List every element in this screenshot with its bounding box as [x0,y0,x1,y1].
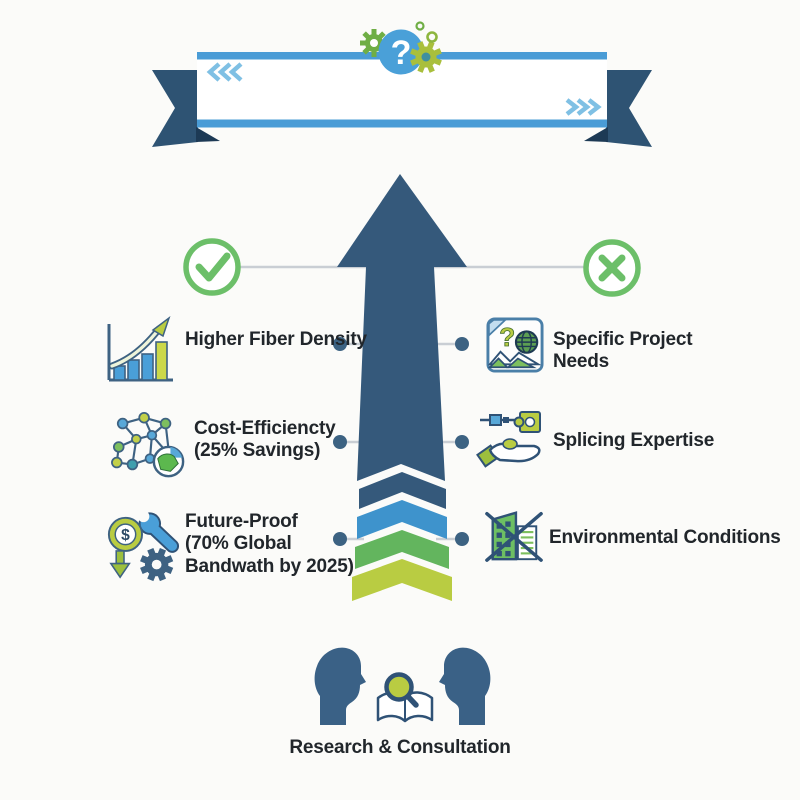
ribbon-fold-right [606,70,652,147]
gear-icon [410,41,442,73]
footer-label: Research & Consultation [289,737,511,758]
cons-item-label: Splicing Expertise [553,430,715,451]
cost-tools-icon: $ [103,510,183,586]
splicing-hand-puzzle-icon [476,406,550,470]
ribbon-banner: ? [152,21,652,147]
dollar-glyph: $ [121,527,130,544]
pros-item-label: Higher Fiber Density [185,329,367,350]
growth-bar-chart-icon [101,316,177,388]
x-circle-icon [583,239,641,297]
arrow-shaft [357,267,445,481]
gear-dot-icon [415,21,425,31]
arrow-head [337,174,467,267]
project-document-icon: ? [484,316,546,374]
cons-item-label: Environmental Conditions [549,527,781,548]
chevrons-left-icon [206,62,243,82]
question-badge-glyph: ? [391,34,412,72]
magnifier-icon [384,672,419,708]
arrow-chevron-dark [359,472,446,509]
cons-item-label: Specific Project Needs [553,329,693,373]
arrow-chevron-lime [352,559,452,601]
check-circle-icon [183,238,241,296]
arrow-chevron-blue [357,500,447,539]
ribbon-fold-left-shadow [196,127,220,142]
ribbon-fold-left [152,70,198,147]
head-silhouette-left [314,647,366,725]
network-globe-icon [106,406,190,484]
pros-item-label: Cost-Efficiencty (25% Savings) [194,418,336,462]
arrow-chevron-green [355,530,449,569]
gear-dot-icon [426,31,438,43]
pros-item-label: Future-Proof (70% Global Bandwath by 202… [185,511,354,577]
question-glyph: ? [499,322,515,352]
ribbon-fold-right-shadow [584,127,608,142]
upward-arrow [337,174,467,601]
building-crossed-icon [484,506,544,564]
ribbon-bottom-bar [197,119,607,128]
chevrons-right-icon [565,98,602,116]
head-silhouette-right [439,647,491,725]
consultation-heads-icon [308,644,492,730]
connector-dots [333,337,469,546]
